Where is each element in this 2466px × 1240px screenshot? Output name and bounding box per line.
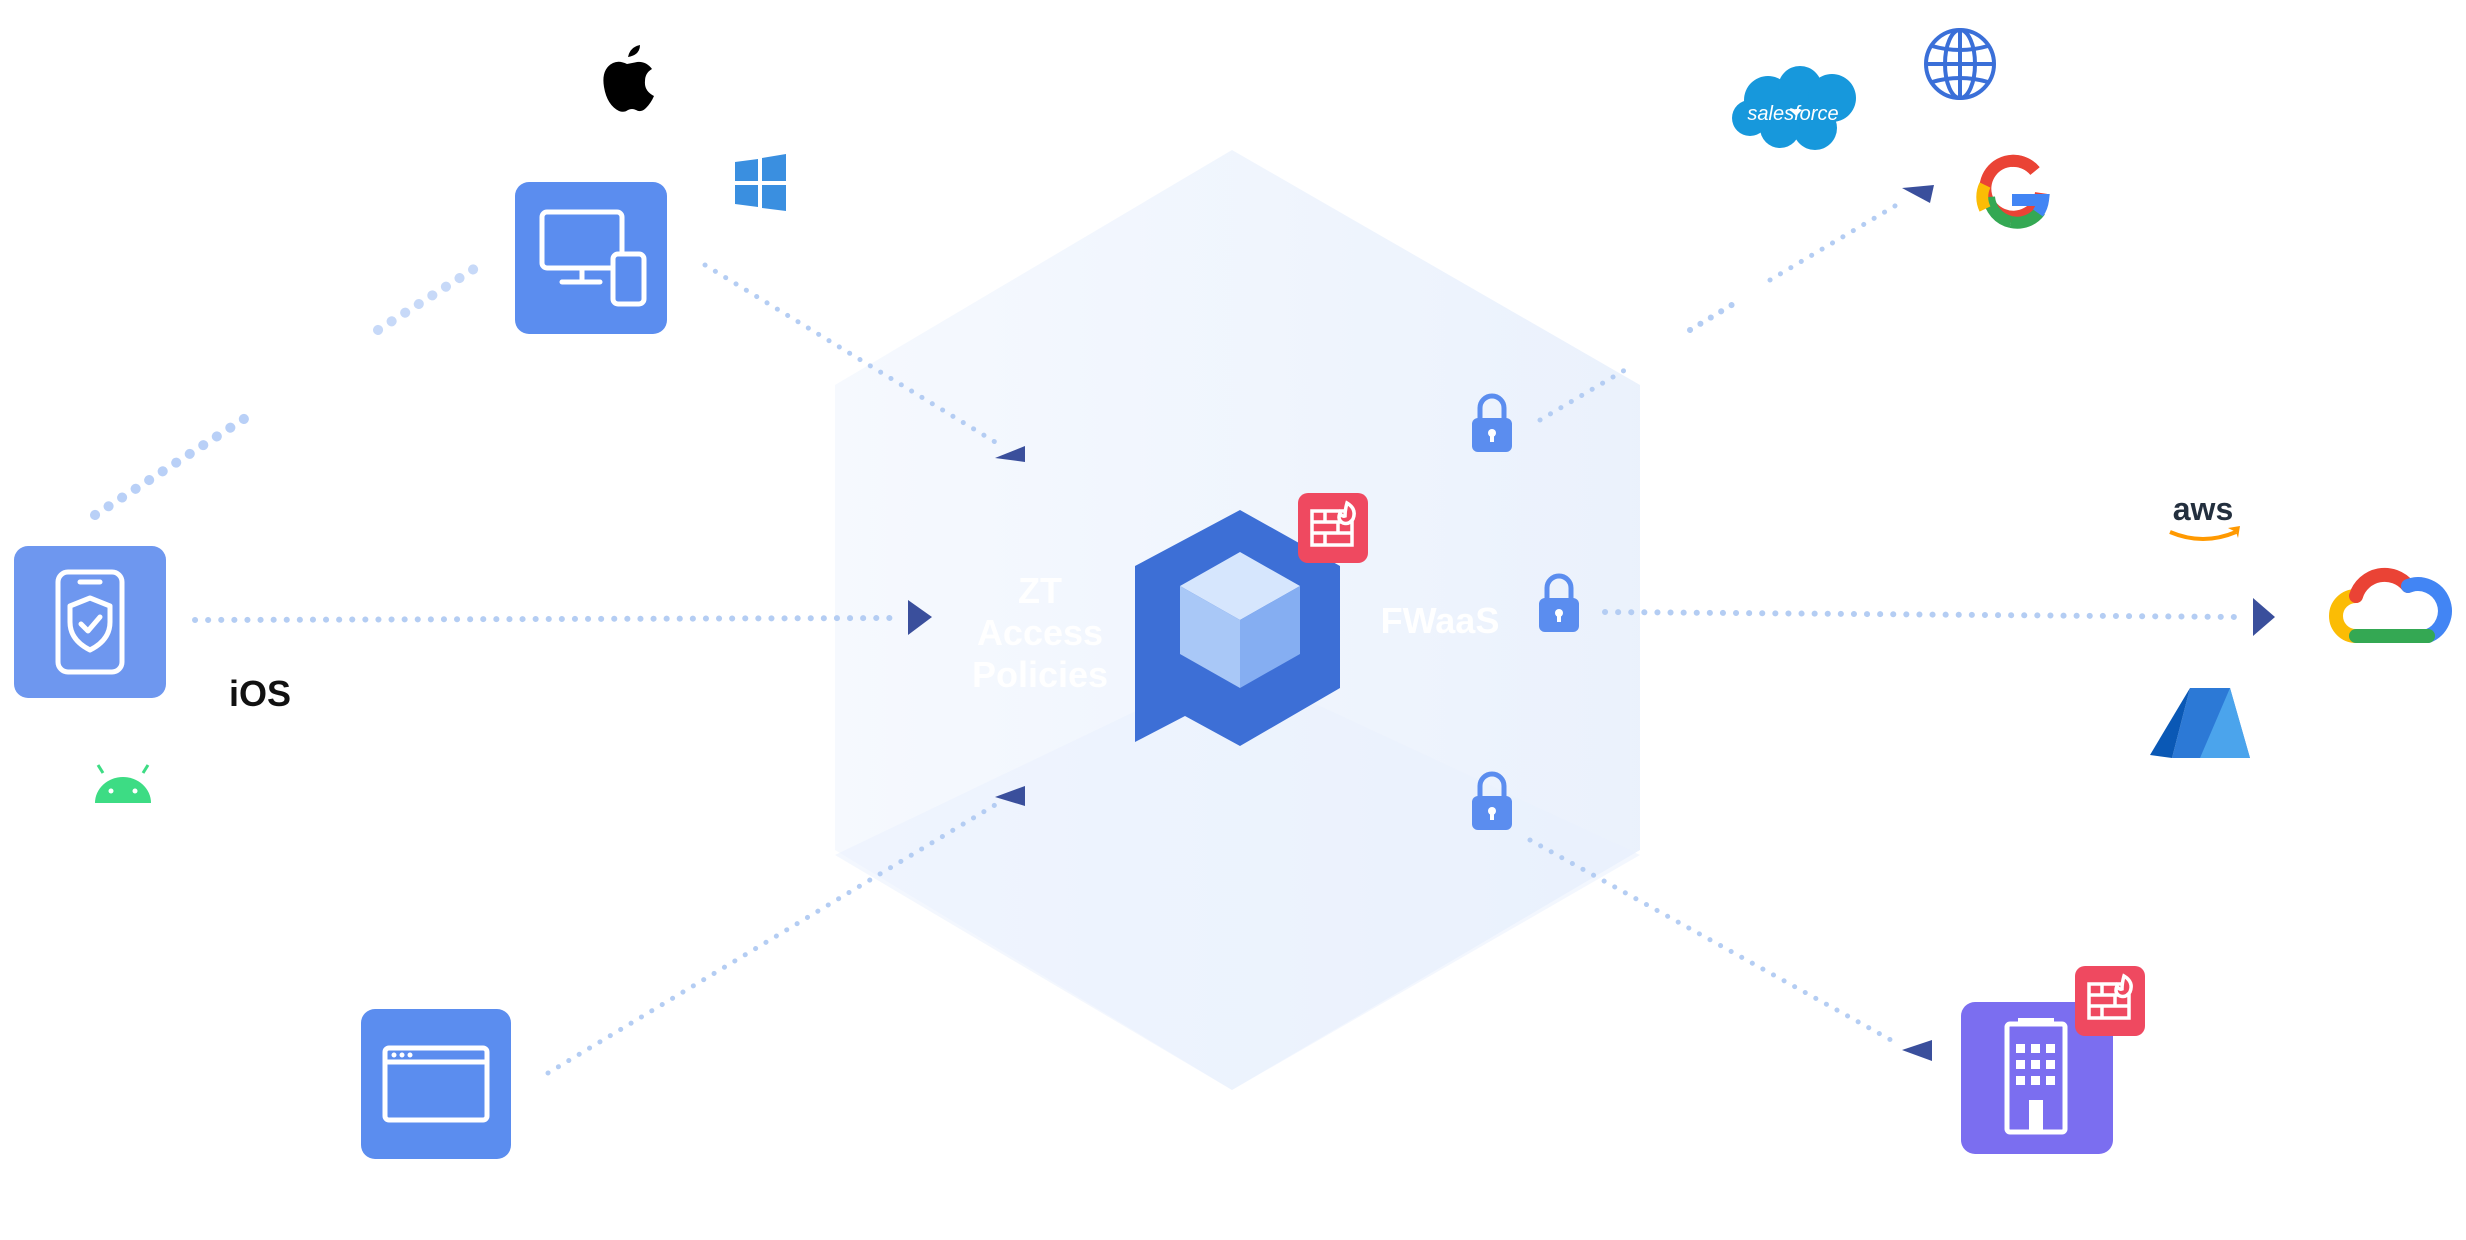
aws-icon: aws: [2169, 491, 2240, 541]
background-hexagon-lower: [835, 665, 1640, 1090]
zt-access-policies-label: ZT Access Policies: [950, 570, 1130, 696]
office-firewall-badge: [2075, 966, 2145, 1036]
firewall-icon: [1310, 500, 1356, 547]
hub-firewall-badge: [1298, 493, 1368, 563]
connector-hub-to-office: [1527, 837, 1903, 1048]
windows-icon: [735, 154, 786, 211]
arrow-into-hub-top: [995, 446, 1025, 462]
globe-icon: [1924, 28, 1996, 100]
aws-logo-text: aws: [2173, 491, 2233, 527]
lock-icon: [1472, 393, 1512, 452]
google-cloud-icon: [2329, 567, 2452, 643]
desktop-mobile-icon: [539, 209, 647, 307]
browser-node[interactable]: [361, 1009, 511, 1159]
office-building-icon: [2004, 1018, 2068, 1135]
mobile-device-node[interactable]: [14, 546, 166, 698]
arrow-into-hub-bottom: [995, 786, 1025, 806]
fwaas-label: FWaaS: [1380, 600, 1500, 641]
office-node[interactable]: [1961, 1002, 2113, 1154]
connector-desktop-to-hub: [702, 262, 1003, 448]
arrow-into-hub-middle: [908, 600, 932, 635]
zt-label-line: Access: [976, 612, 1104, 653]
browser-window-icon: [382, 1045, 490, 1123]
google-icon: [1976, 154, 2050, 229]
zt-label-line: Policies: [971, 654, 1109, 695]
hub-cube-logo-icon: [1135, 510, 1340, 746]
salesforce-logo-text: salesforce: [1747, 103, 1838, 125]
salesforce-icon: salesforce: [1732, 66, 1856, 150]
lock-icon: [1539, 573, 1579, 632]
connectors: [90, 197, 2243, 1076]
arrow-to-office: [1902, 1040, 1932, 1061]
zt-label-line: ZT: [1018, 570, 1062, 611]
apple-icon: [603, 45, 654, 112]
connector-hub-to-saas-b: [1687, 297, 1743, 333]
connector-hub-to-saas-a: [1537, 364, 1633, 423]
azure-icon: [2150, 688, 2250, 758]
connector-hub-to-cloud: [1602, 609, 2243, 620]
ios-label: iOS: [229, 673, 292, 714]
arrows: [908, 185, 2275, 1061]
arrow-to-saas: [1902, 185, 1934, 203]
mobile-shield-icon: [55, 569, 125, 675]
connector-mobile-to-hub: [192, 615, 898, 623]
desktop-device-node[interactable]: [515, 182, 667, 334]
firewall-icon: [2087, 973, 2133, 1020]
android-icon: [95, 764, 151, 803]
connector-mobile-to-desktop-a: [90, 410, 255, 520]
connector-browser-to-hub: [545, 799, 1003, 1076]
connector-mobile-to-desktop-b: [373, 260, 485, 335]
connector-hub-to-saas-c: [1767, 197, 1908, 283]
arrow-to-cloud: [2253, 598, 2275, 636]
lock-icon: [1472, 771, 1512, 830]
